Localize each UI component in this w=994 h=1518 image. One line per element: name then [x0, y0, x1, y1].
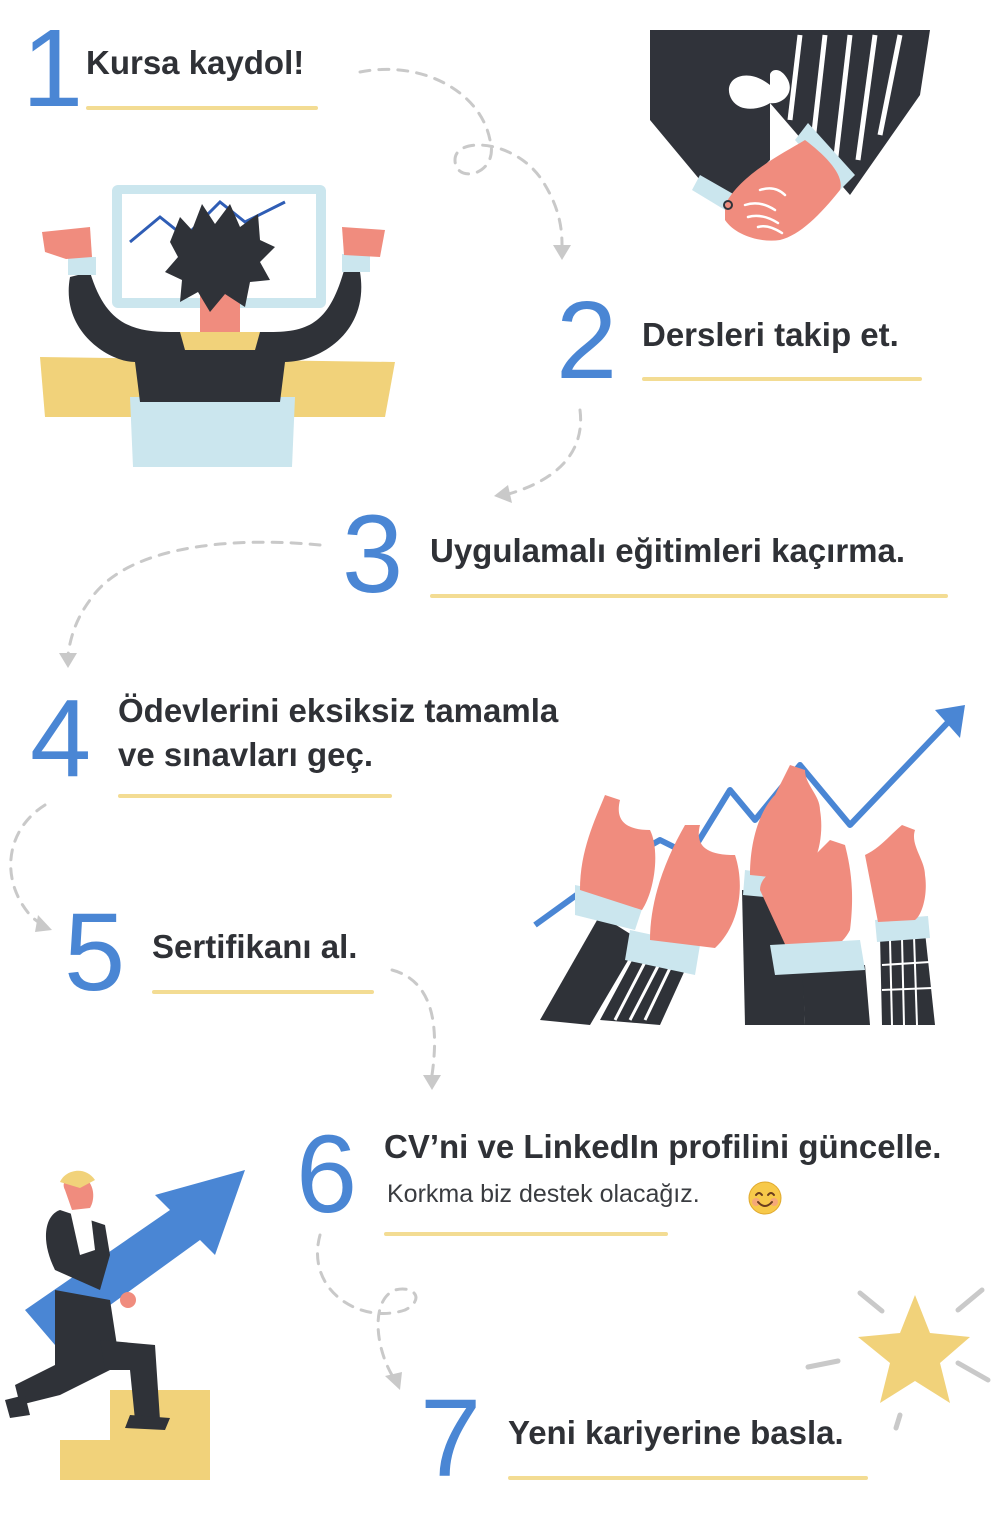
step-4-underline	[118, 794, 392, 798]
step-5-title: Sertifikanı al.	[152, 928, 358, 965]
step-3-underline	[430, 594, 948, 598]
step-6-number: 6	[296, 1113, 358, 1236]
smiling-face-emoji-icon	[748, 1181, 782, 1215]
step-2-title: Dersleri takip et.	[642, 316, 899, 353]
step-1-title: Kursa kaydol!	[86, 44, 305, 81]
step-7-number: 7	[420, 1377, 482, 1500]
step-2-number: 2	[556, 279, 618, 402]
step-1-underline	[86, 106, 318, 110]
step-3-number: 3	[342, 493, 404, 616]
celebrating-person-illustration-icon	[40, 185, 395, 467]
handshake-illustration-icon	[650, 30, 930, 241]
star-illustration-icon	[805, 1287, 991, 1431]
step-3-title: Uygulamalı eğitimleri kaçırma.	[430, 532, 906, 569]
step-4-title-line1: Ödevlerini eksiksiz tamamla	[118, 692, 559, 729]
step-5-underline	[152, 990, 374, 994]
step-1-number: 1	[22, 7, 84, 130]
step-5-number: 5	[64, 891, 126, 1014]
step-4-title-line2: ve sınavları geç.	[118, 736, 373, 773]
thumbs-up-growth-illustration-icon	[533, 705, 965, 1026]
step-4-number: 4	[30, 677, 92, 800]
step-6-underline	[384, 1232, 668, 1236]
step-6-subtitle: Korkma biz destek olacağız.	[387, 1180, 700, 1208]
step-6-title: CV’ni ve LinkedIn profilini güncelle.	[384, 1128, 942, 1165]
step-2-underline	[642, 377, 922, 381]
step-7-title: Yeni kariyerine basla.	[508, 1414, 844, 1451]
step-7-underline	[508, 1476, 868, 1480]
person-carrying-arrow-illustration-icon	[5, 1170, 245, 1480]
